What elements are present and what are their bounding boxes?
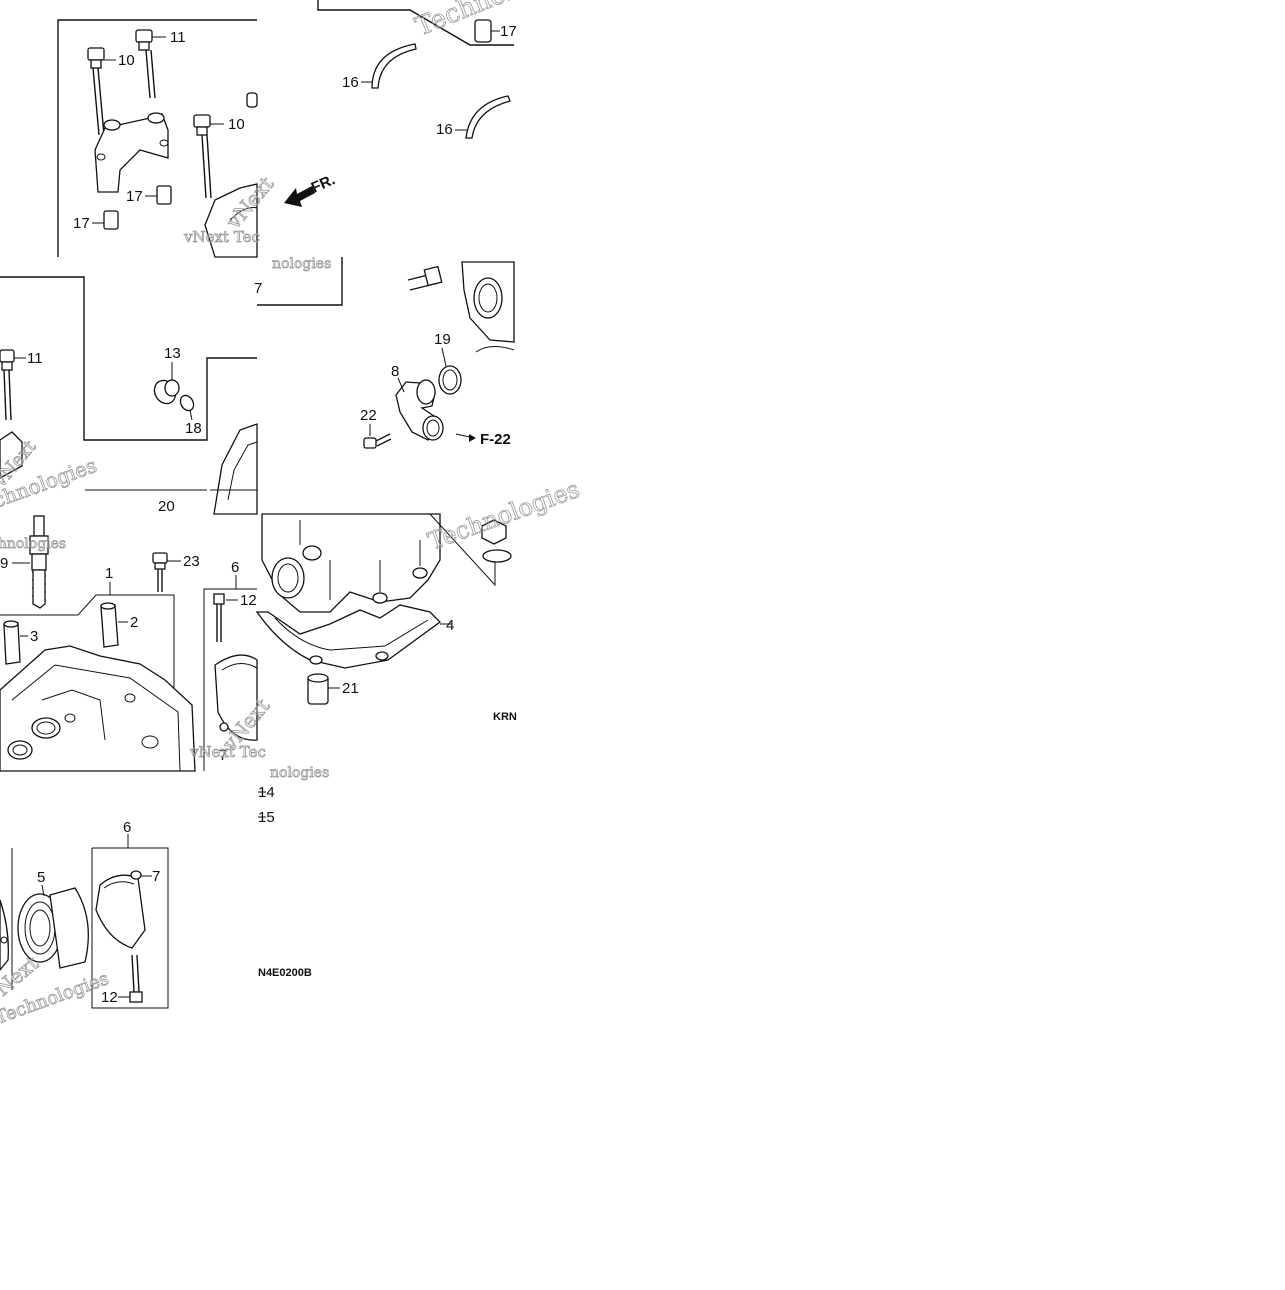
bolt-11-top <box>135 29 156 99</box>
callout-11: 11 <box>170 29 186 46</box>
tile-cylinder-head: 9 23 1 2 3 6 <box>0 515 266 772</box>
bolt-23 <box>152 552 168 592</box>
cylinder-head-1 <box>0 645 196 772</box>
reference-label: F-22 <box>480 431 511 448</box>
callout-17: 17 <box>73 215 90 232</box>
callout-22: 22 <box>360 407 377 424</box>
front-direction-arrow-icon <box>284 186 315 207</box>
watermark-text: vNext Tec <box>189 743 266 761</box>
part-code: N4E0200B <box>258 967 312 979</box>
callout-18: 18 <box>185 420 202 437</box>
callout-3: 3 <box>30 628 38 645</box>
part-code: KRN <box>493 711 517 723</box>
callout-17: 17 <box>126 188 143 205</box>
valve-guide-2 <box>100 604 119 648</box>
callout-7: 7 <box>219 747 227 764</box>
bolt-10-left <box>87 47 105 136</box>
spark-plug-9 <box>29 515 49 609</box>
tile-gasket: 4 21 KRN Technologies vNext nologies 14 … <box>216 475 583 979</box>
callout-16: 16 <box>436 121 453 138</box>
callout-13: 13 <box>164 345 181 362</box>
band-screw-12 <box>213 593 225 642</box>
callout-10: 10 <box>118 52 135 69</box>
callout-4: 4 <box>446 617 454 634</box>
band-screw-12 <box>129 954 143 1003</box>
band-clamp-6 <box>95 874 146 949</box>
callout-12: 12 <box>101 989 118 1006</box>
callout-1: 1 <box>105 565 113 582</box>
bolt-22 <box>363 433 392 449</box>
tile-cam-holder: 10 11 10 17 17 vNext Tec <box>57 19 260 258</box>
semi-circular-plug-16b <box>465 95 511 139</box>
dowel-pin-17a <box>156 185 172 205</box>
watermark-text: chnologies <box>0 536 66 552</box>
tile-insulator: 5 6 7 12 vNext Technologies <box>0 819 169 1029</box>
callout-6: 6 <box>123 819 131 836</box>
watermark-text: nologies <box>272 256 331 272</box>
tile-water-joint: 7 nologies 19 8 22 <box>254 256 515 449</box>
head-gasket-4 <box>255 604 441 669</box>
callout-23: 23 <box>183 553 200 570</box>
bolt-10-right <box>193 114 212 199</box>
tile-sealing: 11 13 18 20 chnologies vNext <box>0 276 258 515</box>
carburetor-insulator-5 <box>17 887 89 969</box>
dowel-pin-17c <box>474 19 492 43</box>
semi-circular-plug-16a <box>371 43 417 89</box>
valve-guide-3 <box>3 622 21 665</box>
callout-10: 10 <box>228 116 245 133</box>
dowel-pin-17b <box>103 210 119 230</box>
watermark-text: Technologies <box>411 0 582 42</box>
callout-12: 12 <box>240 592 257 609</box>
callout-15: 15 <box>258 809 275 826</box>
bolt-11-lower <box>0 349 15 421</box>
callout-9: 9 <box>0 555 8 572</box>
callout-14: 14 <box>258 784 275 801</box>
callout-5: 5 <box>37 869 45 886</box>
tile-seals: 17 16 16 FR. Technologies vNext <box>220 0 583 234</box>
callout-7: 7 <box>254 280 262 297</box>
stud-bolt <box>407 265 443 291</box>
callout-16: 16 <box>342 74 359 91</box>
callout-7: 7 <box>152 868 160 885</box>
watermark-text: Technologies <box>424 475 583 556</box>
callout-19: 19 <box>434 331 451 348</box>
callout-20: 20 <box>158 498 175 515</box>
cam-holder <box>94 113 169 193</box>
front-label: FR. <box>309 171 338 196</box>
callout-6: 6 <box>231 559 239 576</box>
o-ring-18 <box>179 394 195 412</box>
callout-11: 11 <box>27 350 43 367</box>
watermark-text: vNext Tec <box>183 228 260 246</box>
watermark-text: nologies <box>270 765 329 781</box>
callout-2: 2 <box>130 614 138 631</box>
callout-8: 8 <box>391 363 399 380</box>
callout-21: 21 <box>342 680 359 697</box>
callout-17: 17 <box>500 23 517 40</box>
